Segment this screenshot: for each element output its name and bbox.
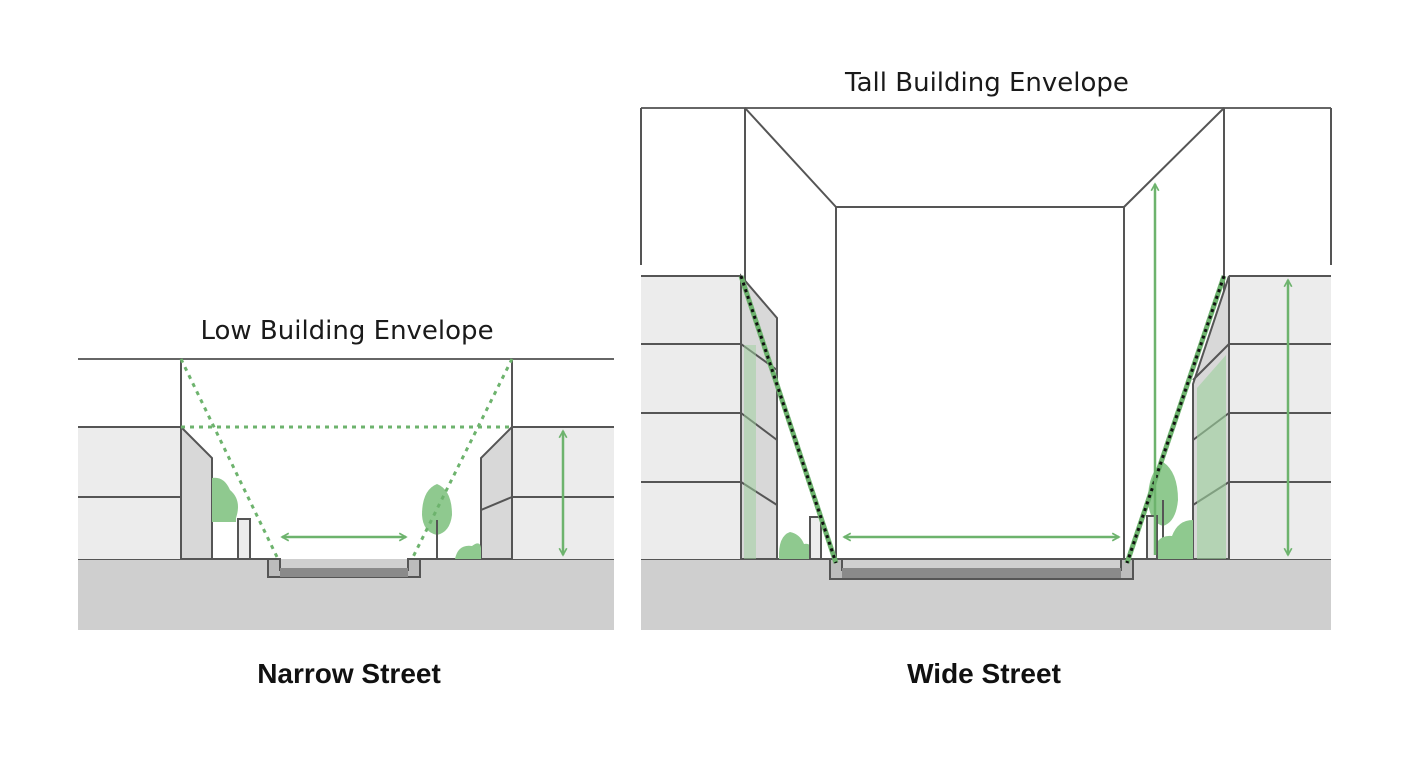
low-envelope-outline xyxy=(180,358,513,427)
building-right-b xyxy=(1192,275,1331,560)
shrub-icon xyxy=(778,532,814,559)
bollard xyxy=(809,516,822,560)
sky-exposure-plane xyxy=(179,358,280,560)
tall-envelope-label: Tall Building Envelope xyxy=(844,68,1129,98)
building-left-a xyxy=(78,424,213,560)
bollard xyxy=(237,518,251,560)
shrub-icon xyxy=(1150,520,1193,559)
building-left-b xyxy=(480,424,614,560)
narrow-street-section: Low Building Envelope Narrow Street xyxy=(78,316,614,689)
tree-icon xyxy=(422,484,452,559)
building-right-a xyxy=(641,273,778,560)
wide-street-caption: Wide Street xyxy=(907,658,1061,689)
shrub-icon xyxy=(455,543,481,559)
shrub-icon xyxy=(212,477,238,522)
narrow-street-caption: Narrow Street xyxy=(257,658,441,689)
sky-exposure-plane xyxy=(410,358,514,560)
wide-street-section: Tall Building Envelope Wide Street xyxy=(640,68,1332,689)
bollard xyxy=(1146,515,1158,560)
low-envelope-label: Low Building Envelope xyxy=(200,316,493,346)
